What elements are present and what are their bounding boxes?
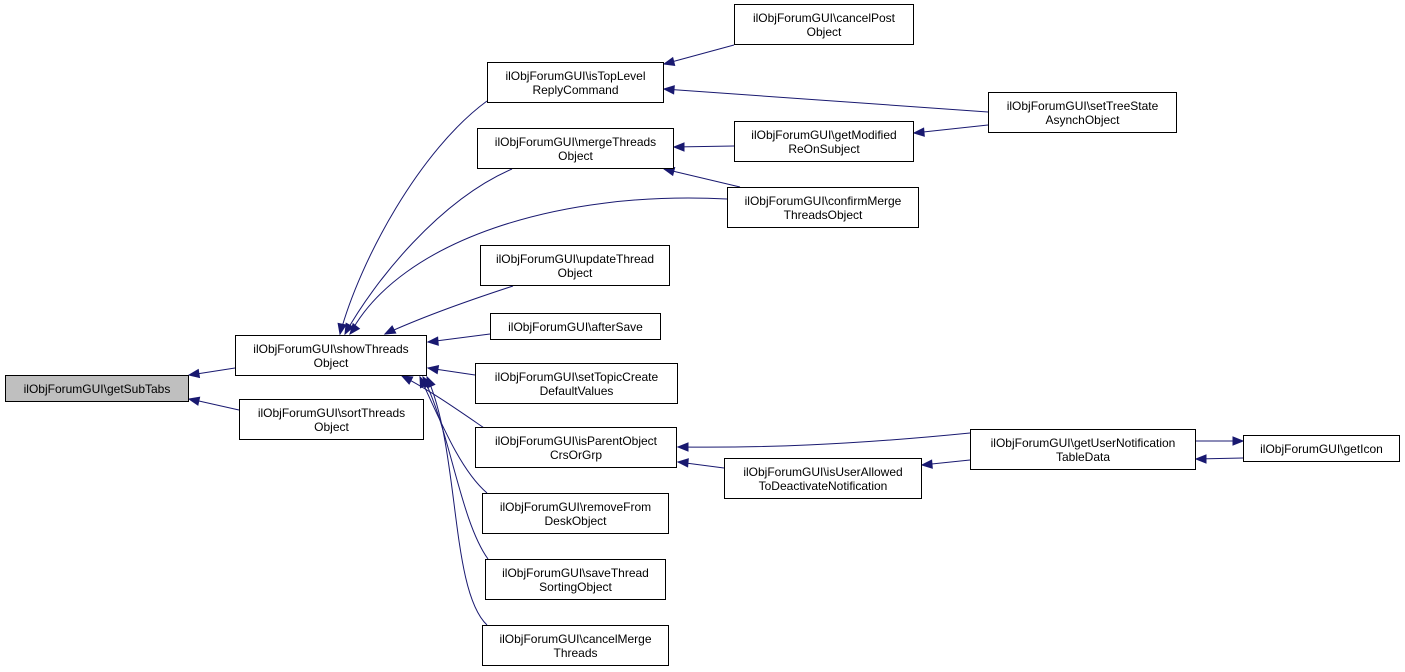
edge-arrowhead — [1232, 436, 1245, 446]
edge-settree-getmodified — [913, 124, 989, 134]
edge-settree-istoplevel — [663, 88, 989, 113]
node-label-line: ilObjForumGUI\cancelPost — [752, 10, 896, 25]
edge-getusernotif-isparent — [677, 432, 971, 448]
node-label-line: Threads — [553, 645, 598, 660]
edge-updatethread-showthreads — [384, 285, 514, 335]
node-label-line: ThreadsObject — [783, 207, 863, 222]
node-label-line: ReplyCommand — [532, 82, 619, 97]
edge-confirmmerge-showthreads — [349, 197, 728, 335]
edge-arrowhead — [912, 127, 925, 137]
node-label-line: ilObjForumGUI\isTopLevel — [505, 68, 646, 83]
node-label-line: ilObjForumGUI\isUserAllowed — [743, 464, 903, 479]
node-label-line: Object — [806, 24, 842, 39]
node-label-line: ToDeactivateNotification — [758, 478, 888, 493]
edge-arrowhead — [400, 375, 414, 385]
node-get-sub-tabs: ilObjForumGUI\getSubTabs — [5, 375, 189, 402]
node-label-line: ilObjForumGUI\confirmMerge — [744, 193, 902, 208]
edge-arrowhead — [426, 365, 440, 375]
edge-cancelpost-istoplevel — [663, 44, 735, 65]
node-label-line: ilObjForumGUI\getUserNotification — [990, 435, 1176, 450]
node-label-line: ilObjForumGUI\cancelMerge — [499, 631, 652, 646]
edge-savethread-showthreads — [422, 376, 489, 560]
edge-merge-showthreads — [344, 168, 513, 335]
node-label-line: ilObjForumGUI\afterSave — [508, 319, 643, 334]
node-label-line: ilObjForumGUI\showThreads — [253, 341, 409, 356]
edge-arrowhead — [344, 322, 355, 336]
edge-arrowhead — [920, 459, 933, 469]
node-get-icon[interactable]: ilObjForumGUI\getIcon — [1243, 435, 1400, 462]
edge-istoplevel-showthreads — [339, 100, 488, 335]
node-label-line: ilObjForumGUI\getIcon — [1260, 441, 1383, 456]
edge-arrowhead — [426, 375, 436, 389]
edge-arrowhead — [662, 85, 675, 95]
edge-arrowhead — [187, 368, 201, 379]
node-label-line: ilObjForumGUI\setTreeState — [1006, 98, 1159, 113]
edge-arrowhead — [676, 458, 689, 468]
node-label-line: DefaultValues — [539, 383, 614, 398]
node-label-line: ilObjForumGUI\getSubTabs — [23, 381, 171, 396]
node-label-line: Object — [558, 148, 593, 163]
edge-cancelmerge-showthreads — [426, 376, 488, 626]
node-label-line: SortingObject — [539, 579, 612, 594]
node-label-line: Object — [314, 419, 349, 434]
node-label-line: Object — [557, 265, 593, 280]
edge-arrowhead — [1194, 454, 1207, 464]
edge-arrowhead — [383, 325, 397, 335]
node-label-line: AsynchObject — [1045, 112, 1120, 127]
node-label-line: TableData — [1055, 449, 1111, 464]
node-label-line: ReOnSubject — [788, 141, 860, 156]
node-after-save[interactable]: ilObjForumGUI\afterSave — [490, 313, 661, 340]
node-label-line: ilObjForumGUI\isParentObject — [494, 433, 658, 448]
edge-arrowhead — [672, 142, 685, 152]
edge-arrowhead — [187, 396, 201, 406]
node-label-line: ilObjForumGUI\updateThread — [495, 251, 655, 266]
edge-arrowhead — [662, 56, 676, 67]
edge-arrowhead — [349, 322, 361, 336]
node-label-line: DeskObject — [544, 513, 607, 528]
edge-arrowhead — [676, 442, 689, 452]
node-label-line: Object — [313, 355, 349, 370]
edge-arrowhead — [337, 322, 347, 336]
node-label-line: ilObjForumGUI\sortThreads — [257, 405, 406, 420]
edge-arrowhead — [426, 336, 439, 346]
node-label-line: ilObjForumGUI\removeFrom — [499, 499, 652, 514]
node-label-line: ilObjForumGUI\mergeThreads — [494, 134, 657, 149]
node-label-line: ilObjForumGUI\saveThread — [502, 565, 649, 580]
edge-removefrom-showthreads — [419, 376, 488, 494]
edge-confirmmerge-merge — [663, 168, 741, 188]
node-label-line: CrsOrGrp — [550, 447, 602, 462]
node-label-line: ilObjForumGUI\getModified — [751, 127, 897, 142]
node-label-line: ilObjForumGUI\setTopicCreate — [494, 369, 659, 384]
